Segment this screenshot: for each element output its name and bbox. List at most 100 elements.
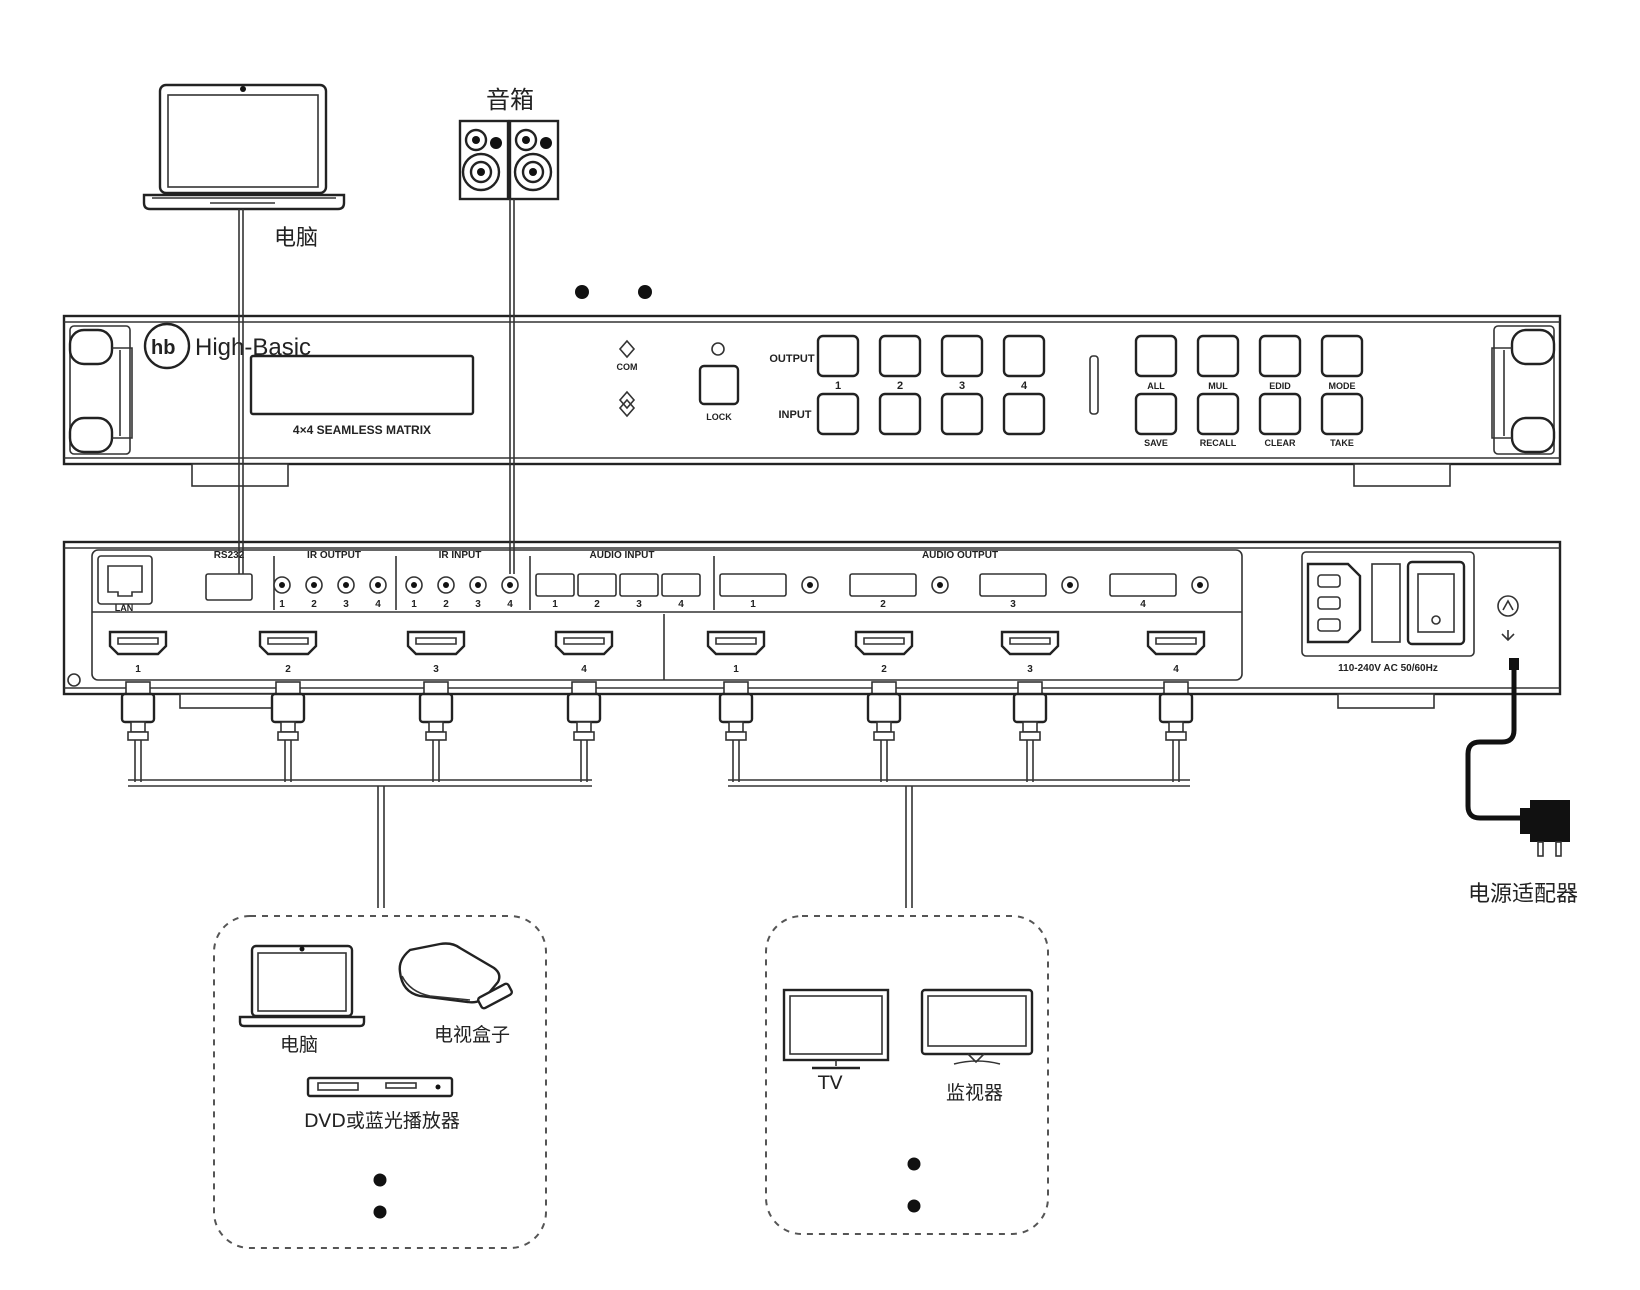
- monitor-icon: [920, 988, 1034, 1065]
- lock-led: [711, 342, 725, 356]
- audio-output-number-1: 1: [750, 599, 756, 610]
- ir-output-number-1: 1: [279, 599, 285, 610]
- ir-indicator: [618, 390, 636, 410]
- output-number-2: 2: [897, 380, 903, 392]
- ir-input-number-3: 3: [475, 599, 481, 610]
- computer-source-label: 电脑: [280, 1034, 319, 1056]
- output-button-3[interactable]: [940, 334, 984, 378]
- audio-output-label: AUDIO OUTPUT: [922, 550, 998, 561]
- hdmi-output-number-1: 1: [733, 664, 739, 675]
- display-devices-group: [765, 915, 1049, 1235]
- audio-output-port-2[interactable]: [849, 573, 917, 597]
- func-label-mode: MODE: [1329, 381, 1356, 391]
- laptop-icon: [238, 944, 366, 1028]
- func-button-mode[interactable]: [1320, 334, 1364, 378]
- lock-button[interactable]: [698, 364, 740, 406]
- func-label-clear: CLEAR: [1265, 438, 1296, 448]
- ir-output-number-3: 3: [343, 599, 349, 610]
- audio-input-port-1[interactable]: [535, 573, 575, 597]
- input-button-1[interactable]: [816, 392, 860, 436]
- power-adapter-icon: [1520, 800, 1570, 857]
- audio-output-number-2: 2: [880, 599, 886, 610]
- power-inlet[interactable]: [1306, 562, 1362, 644]
- func-button-clear[interactable]: [1258, 392, 1302, 436]
- audio-output-number-3: 3: [1010, 599, 1016, 610]
- source-devices-group: [213, 915, 547, 1249]
- func-button-all[interactable]: [1134, 334, 1178, 378]
- audio-output-port-3[interactable]: [979, 573, 1047, 597]
- hdmi-input-cable-plug-2: [270, 692, 306, 724]
- ir-input-number-1: 1: [411, 599, 417, 610]
- hdmi-output-cable-plug-3: [1012, 692, 1048, 724]
- brand-logo: [143, 322, 191, 370]
- audio-output-port-1[interactable]: [719, 573, 787, 597]
- hdmi-output-cable-plug-1: [718, 692, 754, 724]
- hdmi-input-cable-plug-4: [566, 692, 602, 724]
- monitor-label: 监视器: [946, 1082, 1004, 1104]
- hdmi-input-number-3: 3: [433, 664, 439, 675]
- output-row-label: OUTPUT: [769, 353, 815, 365]
- speaker-icon: [458, 119, 560, 201]
- ir-input-number-2: 2: [443, 599, 449, 610]
- com-label: COM: [617, 362, 638, 372]
- ir-input-label: IR INPUT: [439, 550, 482, 561]
- rs232-port[interactable]: [205, 573, 253, 601]
- ir-output-number-2: 2: [311, 599, 317, 610]
- func-button-take[interactable]: [1320, 392, 1364, 436]
- tv-icon: [782, 988, 890, 1070]
- lan-label: LAN: [115, 603, 134, 613]
- dvd-label: DVD或蓝光播放器: [304, 1110, 460, 1132]
- hdmi-input-number-2: 2: [285, 664, 291, 675]
- hdmi-output-cable-plug-4: [1158, 692, 1194, 724]
- dvd-player-icon: [306, 1076, 454, 1098]
- input-button-2[interactable]: [878, 392, 922, 436]
- hdmi-input-cable-plug-3: [418, 692, 454, 724]
- audio-input-port-4[interactable]: [661, 573, 701, 597]
- audio-input-port-2[interactable]: [577, 573, 617, 597]
- audio-output-port-4[interactable]: [1109, 573, 1177, 597]
- func-button-recall[interactable]: [1196, 392, 1240, 436]
- ir-output-number-4: 4: [375, 599, 381, 610]
- hdmi-input-cable-plug-1: [120, 692, 156, 724]
- func-button-edid[interactable]: [1258, 334, 1302, 378]
- output-number-1: 1: [835, 380, 841, 392]
- power-adapter-label: 电源适配器: [1468, 882, 1579, 907]
- rear-panel: LAN RS232 IR OUTPUT IR INPUT AUDIO INPUT…: [62, 540, 1562, 709]
- audio-input-port-3[interactable]: [619, 573, 659, 597]
- func-label-mul: MUL: [1208, 381, 1228, 391]
- com-indicator: [618, 339, 636, 359]
- audio-input-number-3: 3: [636, 599, 642, 610]
- output-button-4[interactable]: [1002, 334, 1046, 378]
- tv-box-icon: [398, 942, 513, 1010]
- hdmi-input-number-1: 1: [135, 664, 141, 675]
- output-button-2[interactable]: [878, 334, 922, 378]
- audio-input-number-1: 1: [552, 599, 558, 610]
- laptop-icon: [142, 83, 346, 211]
- output-button-1[interactable]: [816, 334, 860, 378]
- power-switch[interactable]: [1406, 560, 1466, 646]
- computer-top-label: 电脑: [274, 226, 319, 251]
- input-button-3[interactable]: [940, 392, 984, 436]
- hdmi-output-cable-plug-2: [866, 692, 902, 724]
- func-button-mul[interactable]: [1196, 334, 1240, 378]
- hdmi-output-number-3: 3: [1027, 664, 1033, 675]
- audio-input-number-4: 4: [678, 599, 684, 610]
- power-rating-label: 110-240V AC 50/60Hz: [1338, 663, 1438, 674]
- output-number-4: 4: [1021, 380, 1028, 392]
- model-label: 4×4 SEAMLESS MATRIX: [293, 423, 431, 437]
- lcd-display: [249, 354, 475, 416]
- hdmi-output-number-2: 2: [881, 664, 887, 675]
- svg-text:hb: hb: [151, 337, 175, 359]
- func-button-save[interactable]: [1134, 392, 1178, 436]
- func-label-recall: RECALL: [1200, 438, 1237, 448]
- audio-input-label: AUDIO INPUT: [590, 550, 655, 561]
- cables: [128, 199, 1524, 908]
- input-row-label: INPUT: [779, 409, 812, 421]
- func-label-take: TAKE: [1330, 438, 1354, 448]
- input-button-4[interactable]: [1002, 392, 1046, 436]
